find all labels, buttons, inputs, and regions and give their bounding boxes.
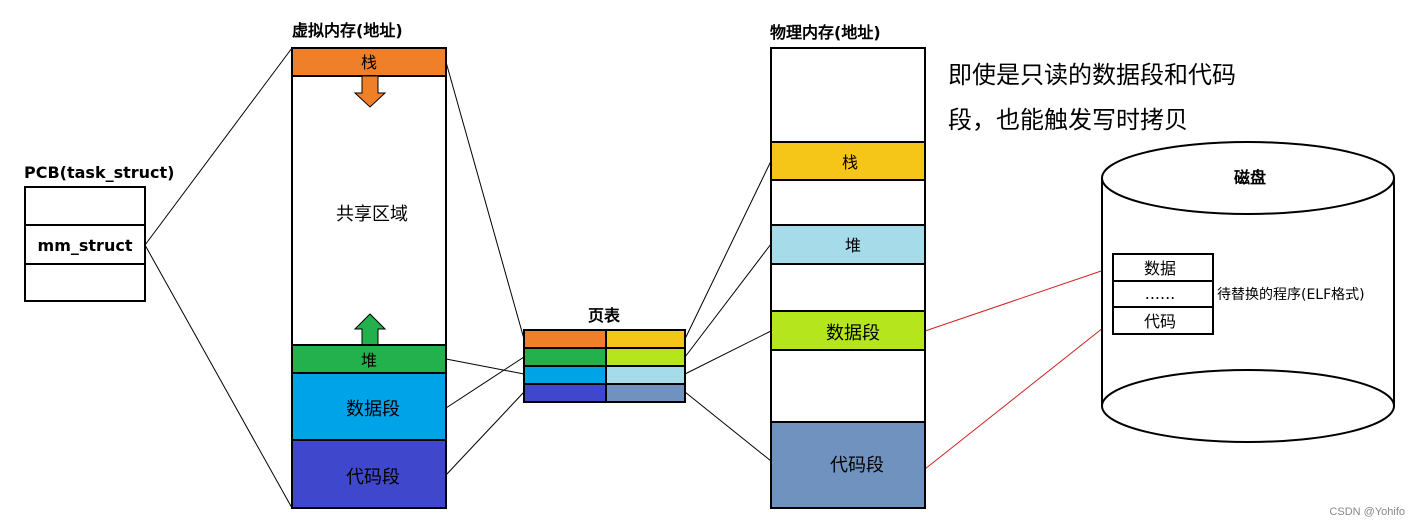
vm-data-label: 数据段 xyxy=(346,399,400,420)
vm-data-to-pt-line xyxy=(445,356,525,409)
note-line-2: 段，也能触发写时拷贝 xyxy=(948,106,1188,134)
vm-title: 虚拟内存(地址) xyxy=(292,21,403,40)
pm-title: 物理内存(地址) xyxy=(770,23,881,42)
vm-code-segment xyxy=(291,439,447,509)
pcb-to-vm-bottom-line xyxy=(144,244,293,509)
vm-heap-label: 堆 xyxy=(361,351,377,370)
pt-row-1-left xyxy=(523,329,607,349)
cow-note: 即使是只读的数据段和代码 段，也能触发写时拷贝 xyxy=(948,61,1236,134)
watermark: CSDN @Yohifo xyxy=(1329,506,1405,518)
vm-stack-to-pt-line xyxy=(445,61,525,340)
vm-shared-label: 共享区域 xyxy=(336,204,408,225)
pm-data-to-disk-line xyxy=(924,266,1114,332)
pt-row-3-left xyxy=(523,365,607,385)
disk-title: 磁盘 xyxy=(1234,168,1266,187)
page-table: 页表 xyxy=(523,306,686,403)
physical-memory: 物理内存(地址) 栈 堆 数据段 代码段 xyxy=(770,23,926,509)
pt-row-4-left xyxy=(523,383,607,403)
disk-program-box xyxy=(1112,253,1214,335)
arrow-down-icon xyxy=(353,75,387,108)
pt-to-pm-stack-line xyxy=(684,160,772,340)
pm-data-label: 数据段 xyxy=(826,323,880,344)
disk-code-entry: 代码 xyxy=(1144,312,1176,331)
note-line-1: 即使是只读的数据段和代码 xyxy=(948,61,1236,89)
pm-heap-label: 堆 xyxy=(845,236,861,255)
pt-row-2-left xyxy=(523,347,607,367)
vm-code-to-pt-line xyxy=(445,391,525,476)
pt-to-pm-heap-line xyxy=(684,243,772,358)
pt-row-2-right xyxy=(605,347,686,367)
vm-code-label: 代码段 xyxy=(346,467,400,488)
pm-stack-label: 栈 xyxy=(842,153,858,172)
disk-data-entry: 数据 xyxy=(1144,259,1176,278)
pcb-mm-struct-field: mm_struct xyxy=(38,236,133,255)
pm-data-segment xyxy=(770,310,926,351)
pm-heap-segment xyxy=(770,224,926,265)
page-table-title: 页表 xyxy=(588,306,621,325)
pm-code-label: 代码段 xyxy=(830,455,884,476)
disk: 磁盘 数据 ...... 代码 待替换的程序(ELF格式) xyxy=(1101,141,1395,443)
vm-heap-to-pt-line xyxy=(445,358,525,375)
disk-body xyxy=(1101,178,1395,443)
pcb-to-vm-top-line xyxy=(144,47,293,246)
pt-row-1-right xyxy=(605,329,686,349)
pt-to-pm-data-line xyxy=(684,330,772,375)
disk-program-label: 待替换的程序(ELF格式) xyxy=(1217,286,1365,303)
pcb: PCB(task_struct) mm_struct xyxy=(24,163,174,302)
pt-row-3-right xyxy=(605,365,686,385)
pm-code-to-disk-line xyxy=(924,319,1114,470)
virtual-memory: 虚拟内存(地址) 栈 共享区域 堆 数据段 代码段 xyxy=(291,21,447,509)
pt-row-4-right xyxy=(605,383,686,403)
vm-stack-label: 栈 xyxy=(361,53,377,72)
pt-to-pm-code-line xyxy=(684,391,772,462)
pm-stack-segment xyxy=(770,141,926,181)
connection-lines xyxy=(144,47,1114,509)
disk-bottom-arc xyxy=(1101,369,1395,407)
pcb-title: PCB(task_struct) xyxy=(24,163,174,182)
disk-ellipsis-entry: ...... xyxy=(1145,284,1176,303)
vm-stack-segment xyxy=(291,47,447,77)
disk-top-ellipse xyxy=(1101,141,1395,215)
pcb-box xyxy=(24,186,146,302)
pm-code-segment xyxy=(770,421,926,509)
